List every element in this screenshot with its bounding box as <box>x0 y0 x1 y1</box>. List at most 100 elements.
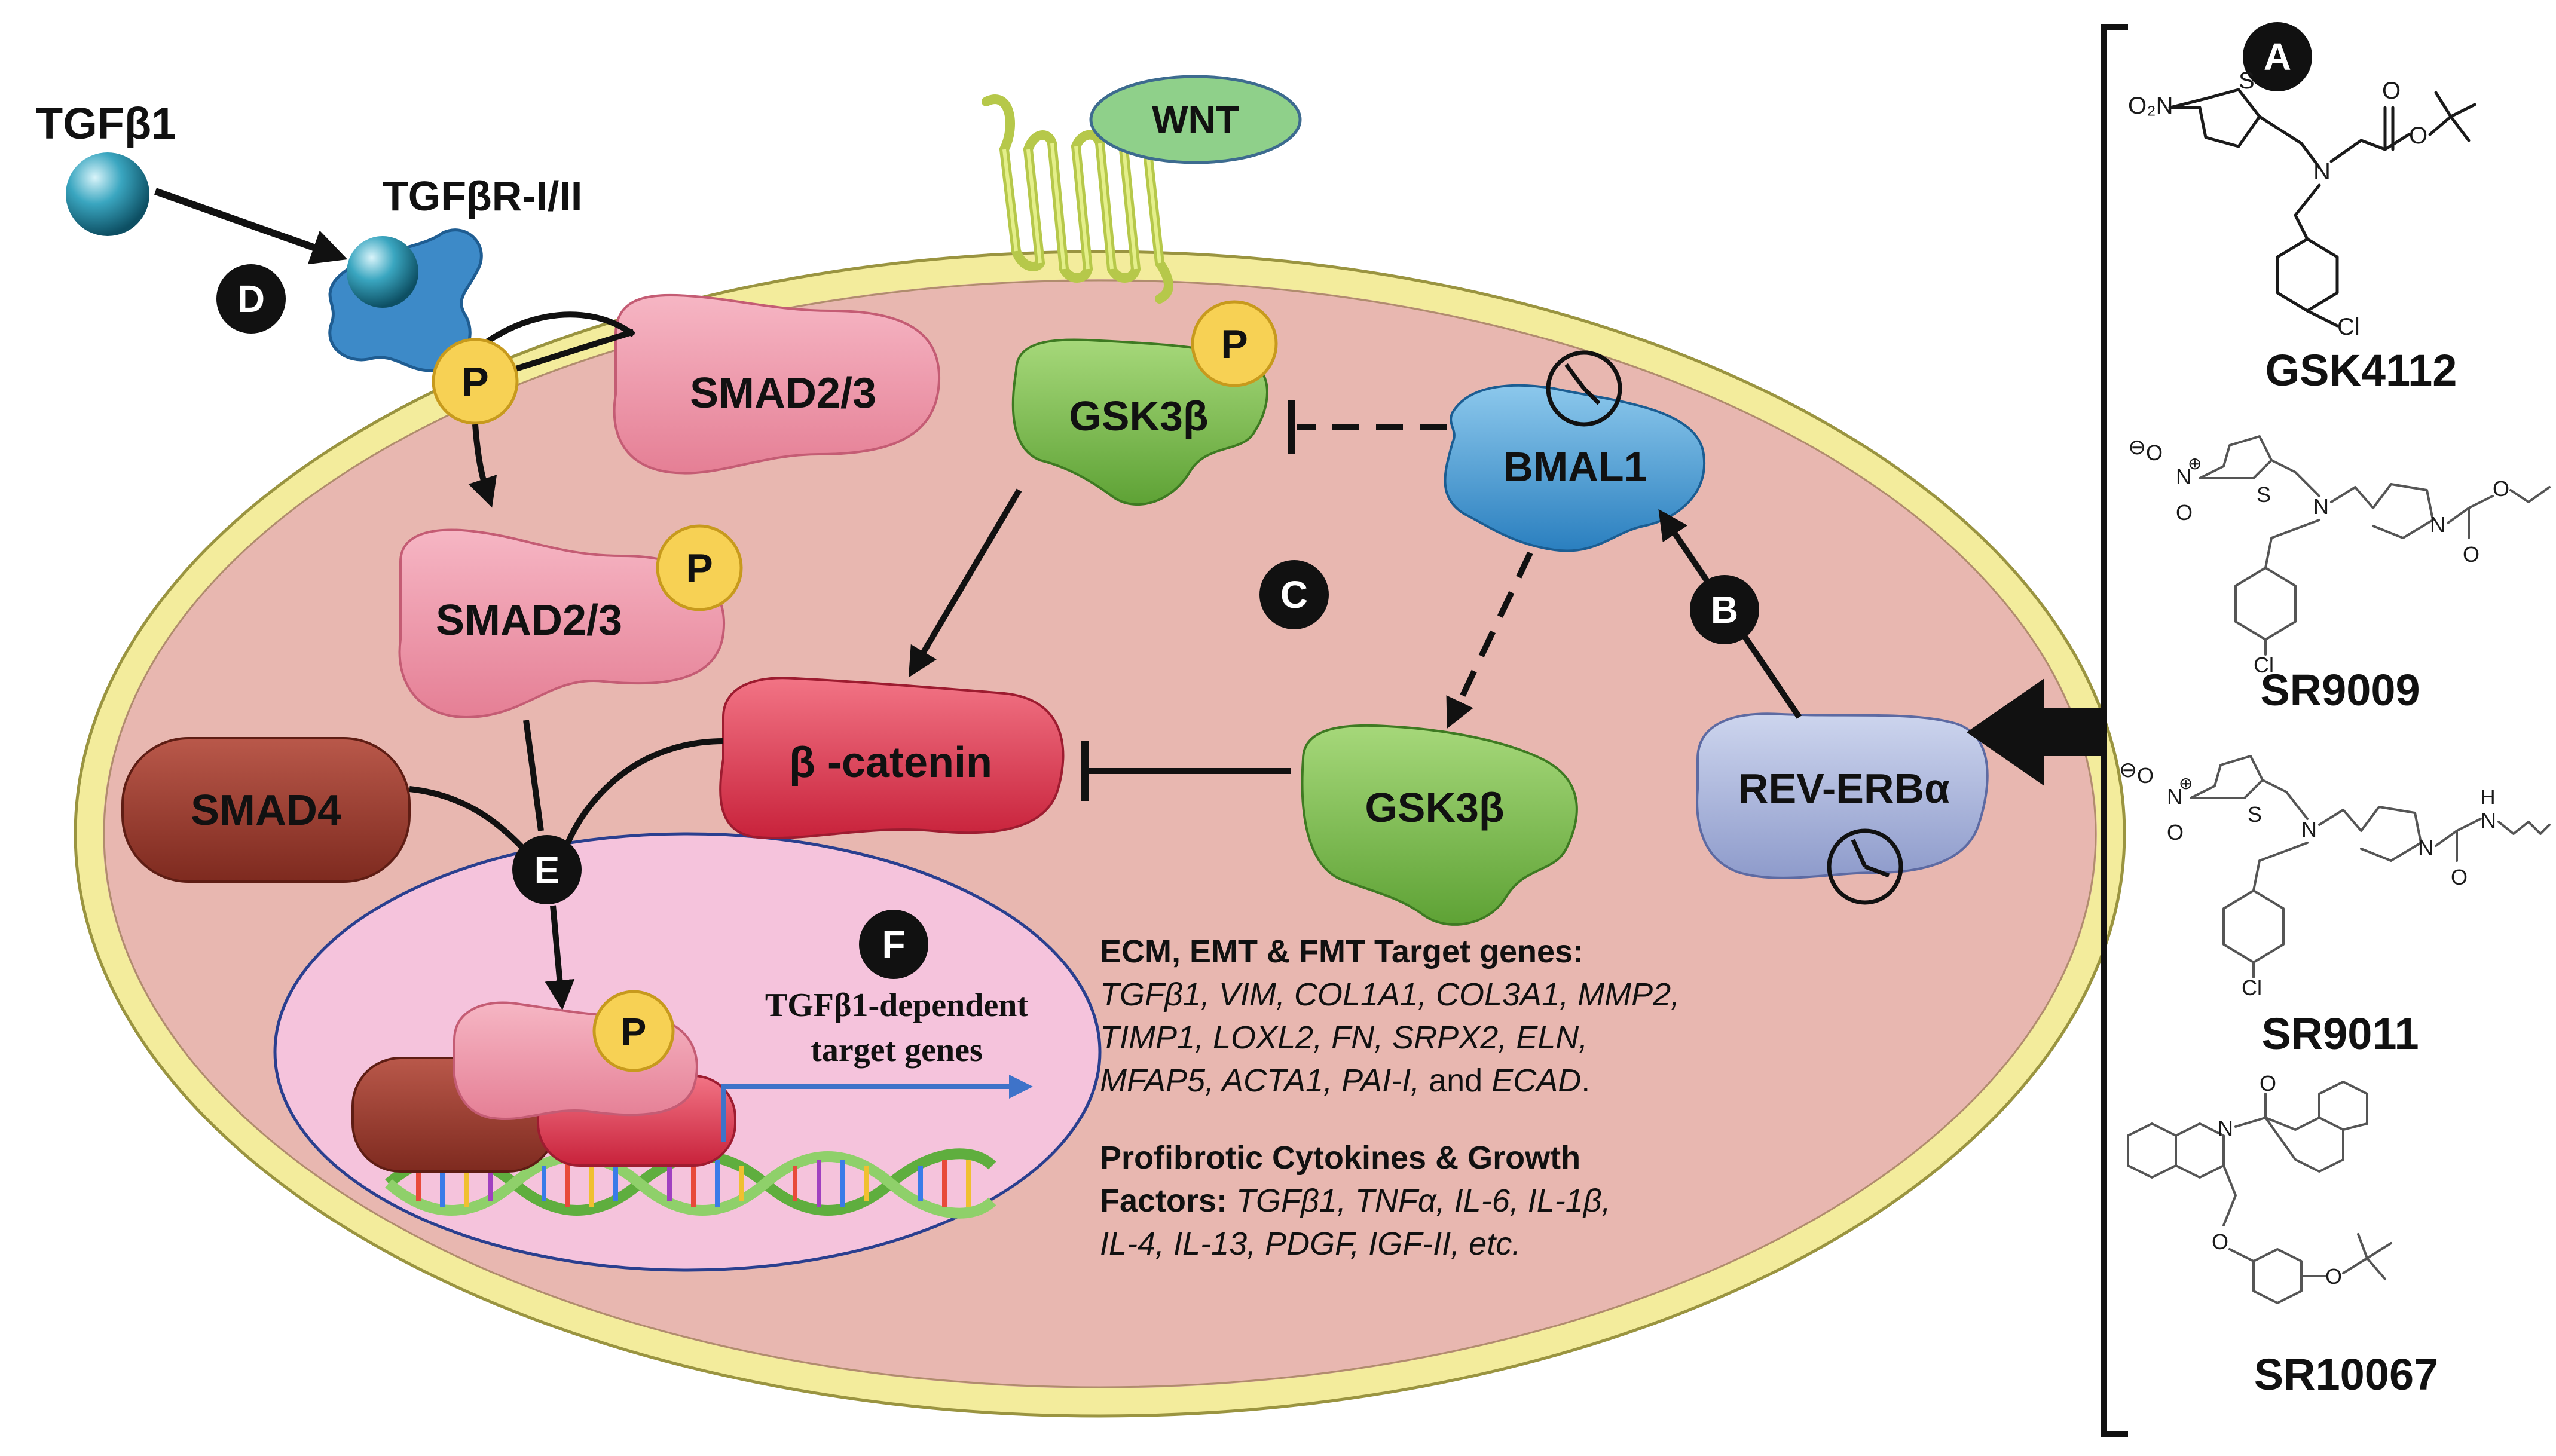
sr9009-o-bottom: O <box>2176 500 2193 525</box>
smad4-to-e-line <box>409 786 531 857</box>
tgfb1-to-receptor-arrow <box>154 188 348 265</box>
smad4-label: SMAD4 <box>191 787 341 834</box>
cytokines-heading-line1: Profibrotic Cytokines & Growth <box>1100 1140 1580 1176</box>
sr9011-n-nitro: N <box>2167 784 2182 809</box>
gsk4112-s: S <box>2239 68 2255 94</box>
sr9011-s: S <box>2248 802 2262 827</box>
gsk3b-bottom-shape <box>1301 724 1578 926</box>
cytokines-heading-line2: Factors: <box>1100 1183 1227 1219</box>
badge-c-label: C <box>1280 573 1308 616</box>
sr9009-n-nitro: N <box>2176 464 2191 489</box>
target-genes-line3: MFAP5, ACTA1, PAI-I, and ECAD. <box>1100 1063 1590 1099</box>
sr9009-n-amine: N <box>2313 494 2329 519</box>
phospho-nuclear-label: P <box>621 1010 647 1053</box>
rev-erba-shape <box>1696 712 1989 879</box>
cell-membrane-outline <box>74 250 2126 1418</box>
phospho-smad23-badge <box>656 524 743 611</box>
rev-erba-label: REV-ERBα <box>1738 765 1950 812</box>
sr9011-o-left: O <box>2137 763 2154 788</box>
drug-panel-arrow <box>1967 678 2104 786</box>
catenin-to-e-line <box>565 738 724 845</box>
phospho-gsk3b-badge <box>1191 300 1278 387</box>
phospho-to-smad23-arrow <box>468 424 497 508</box>
phospho-receptor-badge <box>432 338 519 425</box>
target-genes-line2: TIMP1, LOXL2, FN, SRPX2, ELN, <box>1100 1020 1588 1056</box>
sr9011-plus: ⊕ <box>2179 774 2193 793</box>
sr9011-n-amine: N <box>2301 817 2317 842</box>
nucleus-target-genes-line2: target genes <box>811 1032 983 1069</box>
sr9011-cl: Cl <box>2242 975 2262 1000</box>
badge-b-label: B <box>1711 588 1738 631</box>
sr9011-n-amide: N <box>2481 808 2496 833</box>
target-genes-line3-and: and <box>1420 1063 1491 1099</box>
smad4-shape <box>121 737 411 883</box>
badge-a-label: A <box>2264 35 2291 78</box>
rev-erba-clock-icon <box>1827 828 1903 905</box>
smad23-mid-shape <box>398 528 726 719</box>
phospho-receptor-label: P <box>461 359 488 405</box>
sr10067-structure-icon: N O O O <box>2127 1071 2392 1304</box>
tgfb1-ball-icon <box>66 152 149 236</box>
nucleus-target-genes-line1: TGFβ1-dependent <box>765 987 1029 1024</box>
gsk4112-o-carbonyl: O <box>2382 78 2401 104</box>
compound-sr10067-label: SR10067 <box>2254 1350 2439 1399</box>
gsk4112-cl: Cl <box>2337 314 2360 340</box>
sr9009-structure-icon: ⊖ O N ⊕ O S N N O O Cl <box>2128 435 2551 677</box>
badge-f-label: F <box>882 923 905 966</box>
sr9009-minus: ⊖ <box>2128 435 2146 459</box>
wnt-label: WNT <box>1152 98 1239 141</box>
smad23-top-label: SMAD2/3 <box>690 369 876 417</box>
cell-membrane-inner-outline <box>103 279 2097 1388</box>
sr10067-o-ether: O <box>2212 1229 2228 1254</box>
sr9009-o-left: O <box>2146 441 2163 465</box>
cytokines-line2: IL-4, IL-13, PDGF, IGF-II, etc. <box>1100 1226 1521 1262</box>
sr9009-o-carbonyl: O <box>2463 542 2479 567</box>
sr9011-structure-icon: ⊖ O N ⊕ O S N N O H N Cl <box>2119 755 2551 1000</box>
bmal1-shape <box>1444 384 1706 552</box>
compound-sr9009-label: SR9009 <box>2260 665 2420 715</box>
gsk4112-structure-icon: O₂N S N O O Cl <box>2128 68 2476 340</box>
gsk3b-top-shape <box>1011 338 1268 506</box>
cytokines-list-1: TGFβ1, TNFα, IL-6, IL-1β, <box>1227 1183 1611 1219</box>
badge-c <box>1259 560 1329 629</box>
sr9011-n-ring: N <box>2418 835 2433 859</box>
sr9009-n-ring: N <box>2430 512 2445 537</box>
sr10067-o-carbonyl: O <box>2260 1071 2276 1096</box>
e-to-dna-arrow <box>545 905 575 1010</box>
sr9011-o-carbonyl: O <box>2451 865 2468 889</box>
gsk3b-to-catenin-arrow <box>908 488 1022 678</box>
badge-f <box>859 910 928 979</box>
sr9011-minus: ⊖ <box>2119 757 2137 782</box>
bmal1-to-gsk3b-dashed-arrow <box>1446 551 1533 729</box>
target-genes-line3-period: . <box>1581 1063 1590 1099</box>
badge-d <box>216 264 286 334</box>
sr9009-plus: ⊕ <box>2188 454 2202 473</box>
bmal1-label: BMAL1 <box>1503 443 1647 490</box>
target-genes-line1: TGFβ1, VIM, COL1A1, COL3A1, MMP2, <box>1100 977 1680 1013</box>
gsk3b-top-label: GSK3β <box>1069 393 1208 439</box>
badge-d-label: D <box>237 277 265 320</box>
gsk4112-n: N <box>2313 158 2331 185</box>
transcription-arrow <box>721 1075 1033 1142</box>
gsk4112-o-ester: O <box>2409 123 2427 149</box>
phospho-gsk3b-label: P <box>1221 322 1248 367</box>
phospho-nuclear-badge <box>592 990 675 1072</box>
smad23-top-shape <box>613 293 941 475</box>
wnt-ligand <box>1089 75 1302 164</box>
sr9011-o-bottom: O <box>2167 820 2184 845</box>
sr9009-o-ester: O <box>2493 476 2509 501</box>
bmal1-clock-icon <box>1546 350 1622 427</box>
cytokines-line1: Factors: TGFβ1, TNFα, IL-6, IL-1β, <box>1100 1183 1611 1219</box>
compound-gsk4112-label: GSK4112 <box>2265 345 2457 395</box>
receptor-bound-ligand-icon <box>347 236 418 308</box>
receptor-label: TGFβR-I/II <box>383 173 582 219</box>
sr10067-o-tbu: O <box>2325 1264 2342 1289</box>
sr10067-n: N <box>2218 1116 2233 1140</box>
target-genes-heading: ECM, EMT & FMT Target genes: <box>1100 934 1583 969</box>
gsk4112-o2n: O₂N <box>2128 93 2173 119</box>
frizzled-receptor-highlight <box>1002 143 1161 270</box>
phospho-smad23-label: P <box>686 546 713 591</box>
sr9011-h: H <box>2481 786 2496 809</box>
beta-catenin-label: β -catenin <box>789 739 992 787</box>
